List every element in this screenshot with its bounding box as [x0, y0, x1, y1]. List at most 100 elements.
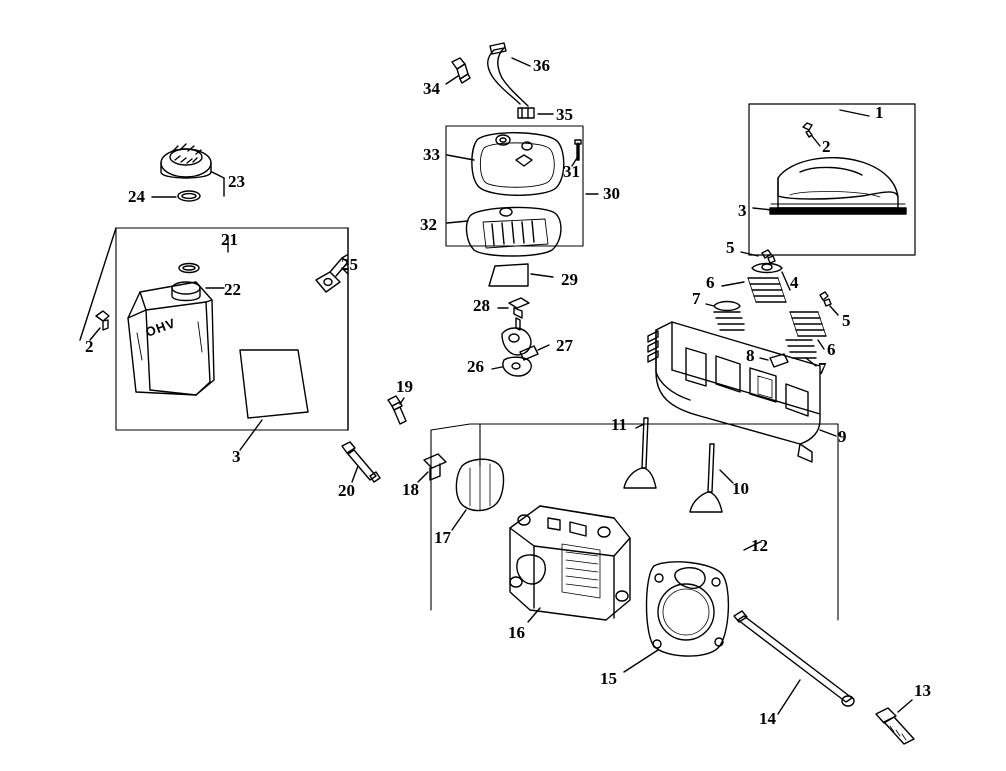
- part-25-bracket: [315, 254, 349, 293]
- leader-18: [417, 471, 429, 483]
- leader-31: [571, 157, 578, 167]
- leader-6a: [721, 281, 745, 287]
- callout-8: 8: [746, 346, 755, 365]
- part-32-breather-plate: [465, 206, 562, 257]
- part-34-fitting: [451, 57, 471, 84]
- callout-3b: 3: [232, 447, 241, 466]
- callout-27: 27: [556, 336, 573, 355]
- callout-30: 30: [603, 184, 620, 203]
- leader-9: [819, 429, 837, 437]
- part-11-valve: [623, 417, 657, 489]
- leader-13: [897, 699, 913, 713]
- callout-10: 10: [732, 479, 749, 498]
- part-4-retainer: [751, 262, 783, 274]
- part-6-spring-right: [789, 311, 827, 337]
- leader-5b: [829, 305, 839, 316]
- callout-12: 12: [751, 536, 768, 555]
- callout-5b: 5: [842, 311, 851, 330]
- callout-28: 28: [473, 296, 490, 315]
- callout-23: 23: [228, 172, 245, 191]
- part-13-bolt: [875, 707, 915, 745]
- leader-23: [211, 171, 225, 179]
- callout-29: 29: [561, 270, 578, 289]
- leader-1: [839, 109, 870, 117]
- callout-3a: 3: [738, 201, 747, 220]
- panel-21-edge: [79, 227, 117, 341]
- part-23-oil-cap: [160, 143, 212, 179]
- callout-35: 35: [556, 105, 573, 124]
- leader-14: [777, 679, 801, 715]
- callout-33: 33: [423, 145, 440, 164]
- part-28-bolt: [508, 297, 530, 331]
- callout-17: 17: [434, 528, 451, 547]
- part-14-long-bolt: [733, 610, 855, 707]
- callout-25: 25: [341, 255, 358, 274]
- part-30-box: [445, 125, 584, 247]
- part-7-valve-spring-right: [785, 339, 817, 359]
- part-2-bolt-top: [802, 122, 813, 138]
- callout-2b: 2: [85, 337, 94, 356]
- callout-1: 1: [875, 103, 884, 122]
- callout-20: 20: [338, 481, 355, 500]
- callout-24: 24: [128, 187, 145, 206]
- leader-7a: [705, 303, 715, 307]
- callout-7a: 7: [692, 289, 701, 308]
- leader-2a: [811, 135, 821, 147]
- leader-16: [527, 607, 541, 623]
- callout-2a: 2: [822, 137, 831, 156]
- leader-25: [341, 267, 349, 275]
- part-21-oring: [178, 262, 200, 274]
- part-5-keeper-left: [761, 249, 776, 264]
- part-15-head-gasket: [645, 561, 730, 657]
- part-9-cylinder-head: [647, 321, 821, 463]
- leader-11: [635, 423, 645, 429]
- part-24-o-ring: [177, 190, 201, 202]
- callout-22: 22: [224, 280, 241, 299]
- part-10-valve: [689, 443, 723, 513]
- part-19-stud: [387, 395, 407, 425]
- leader-32: [446, 220, 469, 224]
- leader-26: [491, 366, 503, 370]
- callout-9: 9: [838, 427, 847, 446]
- leader-17: [451, 509, 467, 531]
- part-36-breather-tube: [487, 42, 529, 107]
- callout-18: 18: [402, 480, 419, 499]
- leader-27: [537, 344, 550, 351]
- callout-31: 31: [563, 162, 580, 181]
- leader-19: [399, 397, 405, 405]
- part-3-gasket-panel: [239, 349, 309, 419]
- part-31-screw: [574, 139, 582, 161]
- part-29-gasket: [488, 263, 529, 287]
- callout-13: 13: [914, 681, 931, 700]
- leader-3b: [239, 419, 263, 451]
- callout-6b: 6: [827, 340, 836, 359]
- callout-21: 21: [221, 230, 238, 249]
- leader-8: [759, 357, 769, 361]
- leader-6b: [817, 339, 825, 350]
- callout-36: 36: [533, 56, 550, 75]
- leader-29: [530, 273, 554, 278]
- callout-4: 4: [790, 273, 799, 292]
- callout-5a: 5: [726, 238, 735, 257]
- leader-3a: [752, 207, 773, 211]
- callout-15: 15: [600, 669, 617, 688]
- callout-7b: 7: [818, 359, 827, 378]
- leader-36: [511, 57, 531, 67]
- callout-16: 16: [508, 623, 525, 642]
- part-22-fuel-tank: [127, 281, 215, 396]
- leader-4: [781, 271, 791, 291]
- leader-5a: [740, 251, 759, 257]
- part-7-valve-spring-left: [713, 300, 745, 331]
- part-8-guide: [769, 353, 789, 368]
- leader-12: [743, 541, 761, 551]
- part-18-plug: [423, 453, 447, 481]
- callout-14: 14: [759, 709, 776, 728]
- part-5-keeper-right: [819, 291, 832, 307]
- part-6-spring-left: [747, 277, 787, 303]
- callout-19: 19: [396, 377, 413, 396]
- part-16-cylinder-head-body: [509, 505, 631, 621]
- part-35-clamp: [517, 107, 535, 119]
- callout-32: 32: [420, 215, 437, 234]
